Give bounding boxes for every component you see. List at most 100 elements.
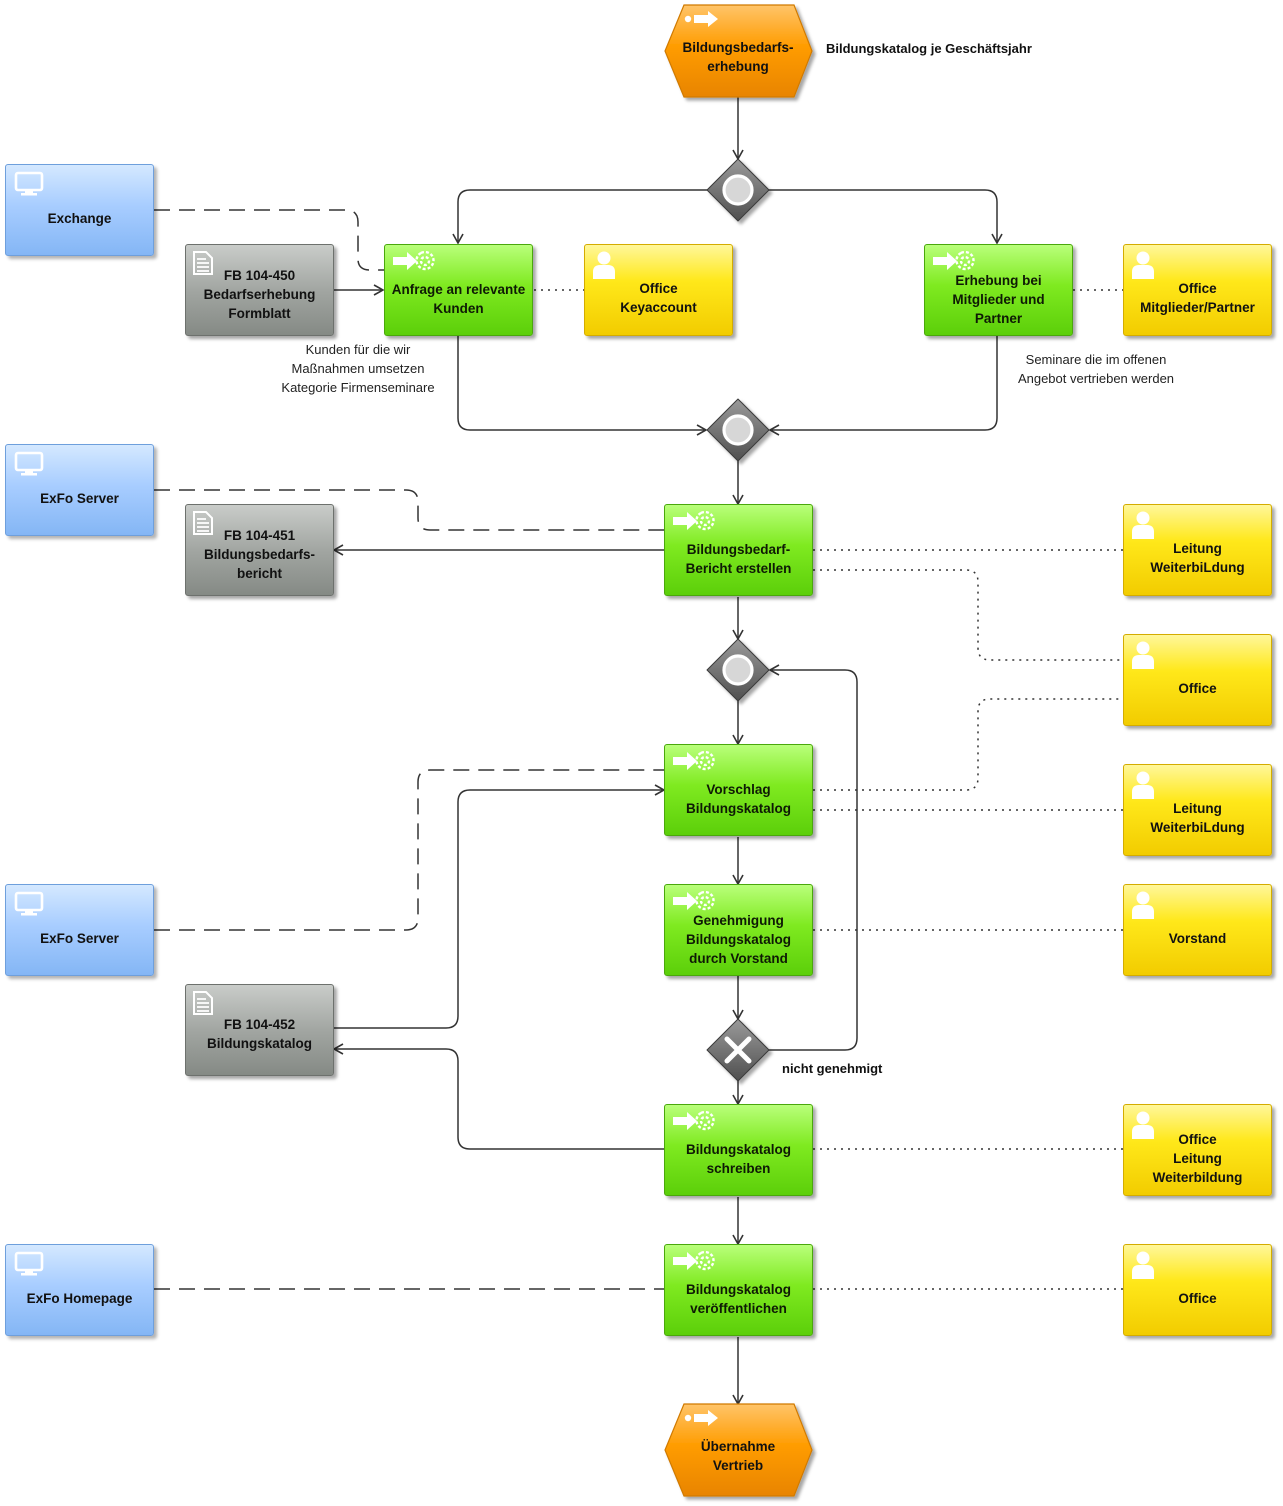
org-office[interactable]: Office (1123, 634, 1272, 726)
flow-g1-to-f1 (452, 189, 708, 245)
person-icon (593, 251, 615, 279)
function-arrow-icon (673, 510, 715, 531)
org-label: Office Leitung Weiterbildung (1152, 1131, 1243, 1185)
control-flow-lines (332, 97, 1003, 1406)
document-label: FB 104-451 Bildungsbedarfs- bericht (203, 527, 315, 581)
function-arrow-icon (673, 1110, 715, 1131)
person-icon (1132, 1111, 1154, 1139)
function-arrow-icon (933, 250, 975, 271)
function-anfrage-kunden[interactable]: Anfrage an relevante Kunden (384, 244, 533, 336)
person-icon (1132, 1251, 1154, 1279)
flow-f1-to-g2 (457, 336, 708, 436)
connector-or-3[interactable] (706, 638, 770, 702)
org-office-leitung-weiterbildung[interactable]: Office Leitung Weiterbildung (1123, 1104, 1272, 1196)
system-label: ExFo Homepage (26, 1290, 133, 1306)
org-label: Office (1178, 1290, 1217, 1306)
flow-g4-reject-loop (768, 664, 858, 1051)
document-fb-104-452[interactable]: FB 104-452 Bildungskatalog (185, 984, 334, 1076)
function-label: Anfrage an relevante Kunden (391, 282, 526, 316)
document-label: FB 104-450 Bedarfserhebung Formblatt (203, 267, 316, 321)
document-icon (193, 251, 213, 275)
system-label: Exchange (47, 210, 112, 226)
event-start[interactable] (664, 4, 813, 98)
document-fb-104-451[interactable]: FB 104-451 Bildungsbedarfs- bericht (185, 504, 334, 596)
flow-d3-to-f4 (334, 784, 666, 1029)
org-label: Office Keyaccount (620, 281, 697, 315)
function-arrow-icon (673, 890, 715, 911)
event-label: Übernahme Vertrieb (700, 1439, 776, 1473)
function-label: Erhebung bei Mitglieder und Partner (952, 272, 1045, 326)
link-exfo-server-f4 (154, 769, 664, 931)
function-arrow-icon (673, 1250, 715, 1271)
annotation-kunden-note: Kunden für die wir Maßnahmen umsetzen Ka… (281, 342, 435, 395)
org-label: Office (1178, 680, 1217, 696)
function-katalog-veroeffentlichen[interactable]: Bildungskatalog veröffentlichen (664, 1244, 813, 1336)
function-arrow-icon (673, 750, 715, 771)
org-label: Leitung WeiterbiLdung (1150, 801, 1245, 835)
person-icon (1132, 251, 1154, 279)
org-label: Vorstand (1168, 930, 1227, 946)
org-leitung-weiterbildung-2[interactable]: Leitung WeiterbiLdung (1123, 764, 1272, 856)
function-genehmigung-vorstand[interactable]: Genehmigung Bildungskatalog durch Vorsta… (664, 884, 813, 976)
monitor-icon (14, 451, 44, 476)
annotation-reject-note: nicht genehmigt (782, 1061, 883, 1076)
org-label: Leitung WeiterbiLdung (1150, 541, 1245, 575)
org-office-keyaccount[interactable]: Office Keyaccount (584, 244, 733, 336)
or-circle-icon (722, 654, 754, 686)
annotation-seminare-note: Seminare die im offenen Angebot vertrieb… (1017, 352, 1175, 386)
org-leitung-weiterbildung-1[interactable]: Leitung WeiterbiLdung (1123, 504, 1272, 596)
link-exchange-f1 (154, 209, 384, 271)
document-label: FB 104-452 Bildungskatalog (206, 1017, 312, 1051)
event-start-label: Bildungsbedarfs- erhebung (670, 32, 806, 82)
person-icon (1132, 891, 1154, 919)
flow-f6-to-d3 (332, 1043, 664, 1150)
system-exfo-server-1[interactable]: ExFo Server (5, 444, 154, 536)
function-bericht-erstellen[interactable]: Bildungsbedarf- Bericht erstellen (664, 504, 813, 596)
function-vorschlag-katalog[interactable]: Vorschlag Bildungskatalog (664, 744, 813, 836)
document-icon (193, 511, 213, 535)
xor-cross-icon (724, 1036, 752, 1064)
event-arrow-icon (684, 1410, 718, 1426)
connector-or-1[interactable] (706, 158, 770, 222)
org-office-2[interactable]: Office (1123, 1244, 1272, 1336)
monitor-icon (14, 891, 44, 916)
or-circle-icon (722, 174, 754, 206)
system-links (154, 209, 664, 1290)
annotation-start-note: Bildungskatalog je Geschäftsjahr (826, 41, 1032, 56)
person-icon (1132, 511, 1154, 539)
event-end[interactable] (664, 1403, 813, 1497)
function-label: Bildungsbedarf- Bericht erstellen (685, 542, 792, 576)
system-exchange[interactable]: Exchange (5, 164, 154, 256)
or-circle-icon (722, 414, 754, 446)
link-exfo-server-f3 (154, 489, 664, 531)
document-fb-104-450[interactable]: FB 104-450 Bedarfserhebung Formblatt (185, 244, 334, 336)
flow-f2-to-g2 (768, 336, 998, 436)
system-exfo-homepage[interactable]: ExFo Homepage (5, 1244, 154, 1336)
document-icon (193, 991, 213, 1015)
flow-g1-to-f2 (768, 189, 1003, 245)
connector-xor[interactable] (706, 1018, 770, 1082)
link-f4-o4 (813, 698, 1123, 791)
function-katalog-schreiben[interactable]: Bildungskatalog schreiben (664, 1104, 813, 1196)
monitor-icon (14, 171, 44, 196)
monitor-icon (14, 1251, 44, 1276)
person-icon (1132, 771, 1154, 799)
connector-or-2[interactable] (706, 398, 770, 462)
event-arrow-icon (684, 11, 718, 27)
function-label: Vorschlag Bildungskatalog (685, 782, 791, 816)
org-links (534, 289, 1123, 1290)
function-arrow-icon (393, 250, 435, 271)
function-label: Genehmigung Bildungskatalog durch Vorsta… (685, 912, 791, 966)
event-label: Bildungsbedarfs- erhebung (682, 40, 794, 74)
org-vorstand[interactable]: Vorstand (1123, 884, 1272, 976)
person-icon (1132, 641, 1154, 669)
function-erhebung-mitglieder[interactable]: Erhebung bei Mitglieder und Partner (924, 244, 1073, 336)
system-label: ExFo Server (40, 490, 119, 506)
event-end-label: Übernahme Vertrieb (670, 1431, 806, 1481)
org-office-mitglieder-partner[interactable]: Office Mitglieder/Partner (1123, 244, 1272, 336)
org-label: Office Mitglieder/Partner (1140, 281, 1255, 315)
system-label: ExFo Server (40, 930, 119, 946)
system-exfo-server-2[interactable]: ExFo Server (5, 884, 154, 976)
function-label: Bildungskatalog veröffentlichen (685, 1282, 791, 1316)
